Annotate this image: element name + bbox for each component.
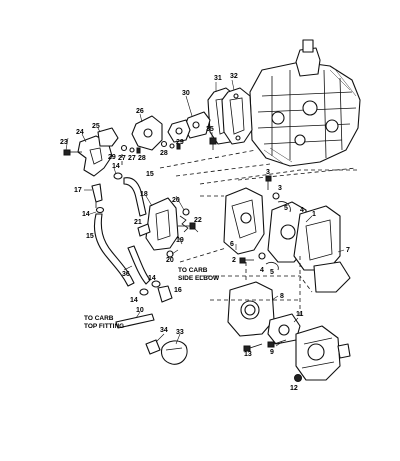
callout-2: 2 — [232, 257, 236, 264]
bracket-25 — [97, 127, 119, 147]
callout-8: 8 — [280, 293, 284, 300]
mounting-bracket-18 — [145, 197, 179, 251]
callout-11: 11 — [296, 311, 304, 318]
callout-16: 16 — [174, 287, 182, 294]
screw-9 — [267, 339, 287, 348]
hose-15-long — [93, 213, 135, 287]
screw-13 — [243, 343, 263, 352]
callout-numbers: 31 32 30 35 26 27 27 29 28 28 29 23 24 2… — [60, 73, 350, 392]
clip-21 — [137, 223, 151, 237]
callout-5a: 5 — [284, 205, 288, 212]
callout-12: 12 — [290, 385, 298, 392]
fitting-16 — [157, 285, 173, 303]
callout-21: 21 — [134, 219, 142, 226]
callout-27a: 27 — [118, 155, 126, 162]
spring-clip-5 — [265, 201, 291, 271]
callout-25: 25 — [92, 123, 100, 130]
callout-34: 34 — [160, 327, 168, 334]
hose-36 — [127, 245, 151, 285]
callout-30: 30 — [182, 90, 190, 97]
hose-clamp-14a — [113, 172, 123, 180]
cover-plate-32 — [221, 87, 253, 145]
hose-clamp-14d — [151, 280, 161, 288]
washer-4 — [258, 192, 280, 260]
alignment-lines — [121, 149, 360, 316]
callout-28a: 28 — [138, 155, 146, 162]
carburetor — [295, 325, 351, 381]
note-carb-top-fitting-line1: TO CARB — [84, 315, 114, 322]
hose-clamp-14b — [95, 206, 105, 214]
callout-19: 19 — [176, 237, 184, 244]
check-valve-17 — [91, 183, 103, 208]
callout-36: 36 — [122, 271, 130, 278]
engine-block — [249, 39, 361, 167]
primer-bulb-33 — [160, 340, 188, 365]
callout-4b: 4 — [260, 267, 264, 274]
callout-3b: 3 — [278, 185, 282, 192]
valve-plate-group-30 — [167, 111, 211, 143]
callout-4: 4 — [300, 207, 304, 214]
cap-34 — [145, 339, 161, 355]
elbow-fitting-26 — [131, 115, 163, 151]
callout-22: 22 — [194, 217, 202, 224]
callout-32: 32 — [230, 73, 238, 80]
callout-3a: 3 — [266, 169, 270, 176]
intake-manifold-6 — [223, 187, 265, 255]
note-carb-top-fitting-line2: TOP FITTING — [84, 323, 124, 330]
callout-33: 33 — [176, 329, 184, 336]
bolt-19 — [178, 222, 196, 230]
callout-20a: 20 — [172, 197, 180, 204]
callout-29a: 29 — [108, 154, 116, 161]
spacer-20 — [166, 208, 190, 258]
callout-10: 10 — [136, 307, 144, 314]
callout-28b: 28 — [160, 150, 168, 157]
callout-17: 17 — [74, 187, 82, 194]
screw-3 — [265, 175, 272, 190]
screw-23 — [63, 149, 82, 156]
small-parts-27-28-29 — [120, 140, 181, 154]
callout-29b: 29 — [176, 139, 184, 146]
callout-15a: 15 — [86, 233, 94, 240]
callout-7: 7 — [346, 247, 350, 254]
callout-5b: 5 — [270, 269, 274, 276]
callout-9: 9 — [270, 349, 274, 356]
callout-26: 26 — [136, 108, 144, 115]
callout-14c: 14 — [130, 297, 138, 304]
hose-10 — [115, 313, 155, 329]
drain-plug-12 — [294, 374, 302, 382]
spring-22 — [179, 215, 189, 233]
callout-31: 31 — [214, 75, 222, 82]
callout-15b: 15 — [146, 171, 154, 178]
leader-lines — [65, 79, 345, 347]
callout-27b: 27 — [128, 155, 136, 162]
callout-13: 13 — [244, 351, 252, 358]
note-carb-side-elbow-line2: SIDE ELBOW — [178, 275, 220, 282]
hose-15-upper — [123, 177, 147, 217]
carburetor-mount-8 — [227, 281, 275, 337]
note-carb-side-elbow-line1: TO CARB — [178, 267, 208, 274]
callout-14b: 14 — [82, 211, 90, 218]
screw-35 — [209, 137, 217, 150]
callout-1: 1 — [312, 211, 316, 218]
notes: TO CARB SIDE ELBOW TO CARB TOP FITTING — [84, 267, 220, 330]
callout-20b: 20 — [166, 257, 174, 264]
screw-2 — [239, 257, 254, 264]
callout-6: 6 — [230, 241, 234, 248]
callout-24: 24 — [76, 129, 84, 136]
callout-18: 18 — [140, 191, 148, 198]
callout-35: 35 — [206, 126, 214, 133]
callout-23: 23 — [60, 139, 68, 146]
callout-14a: 14 — [112, 163, 120, 170]
callout-14d: 14 — [148, 275, 156, 282]
hose-clamp-14c — [139, 288, 149, 296]
reed-block-7 — [293, 205, 351, 293]
